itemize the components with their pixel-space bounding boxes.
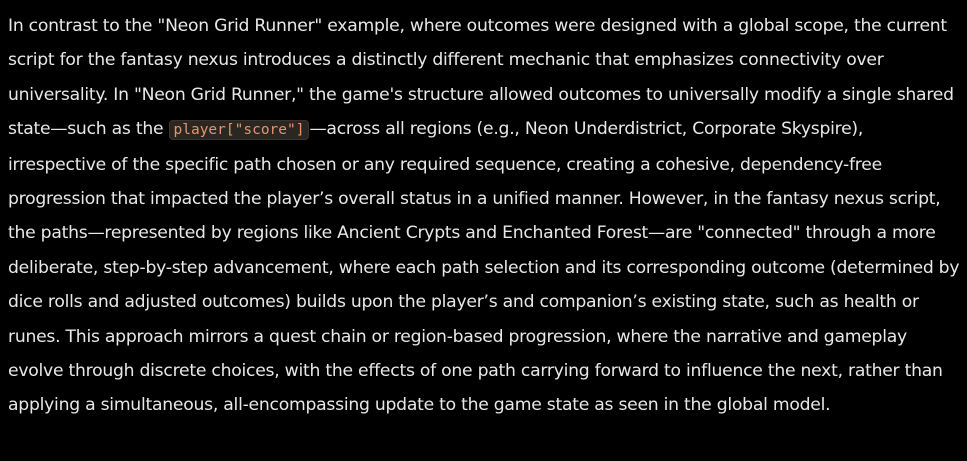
body-paragraph: In contrast to the "Neon Grid Runner" ex…: [8, 9, 966, 423]
inline-code-player-score: player["score"]: [168, 120, 310, 141]
paragraph-text-start: In contrast to the "Neon Grid Runner" ex…: [8, 16, 954, 140]
paragraph-text-end: —across all regions (e.g., Neon Underdis…: [8, 119, 960, 416]
